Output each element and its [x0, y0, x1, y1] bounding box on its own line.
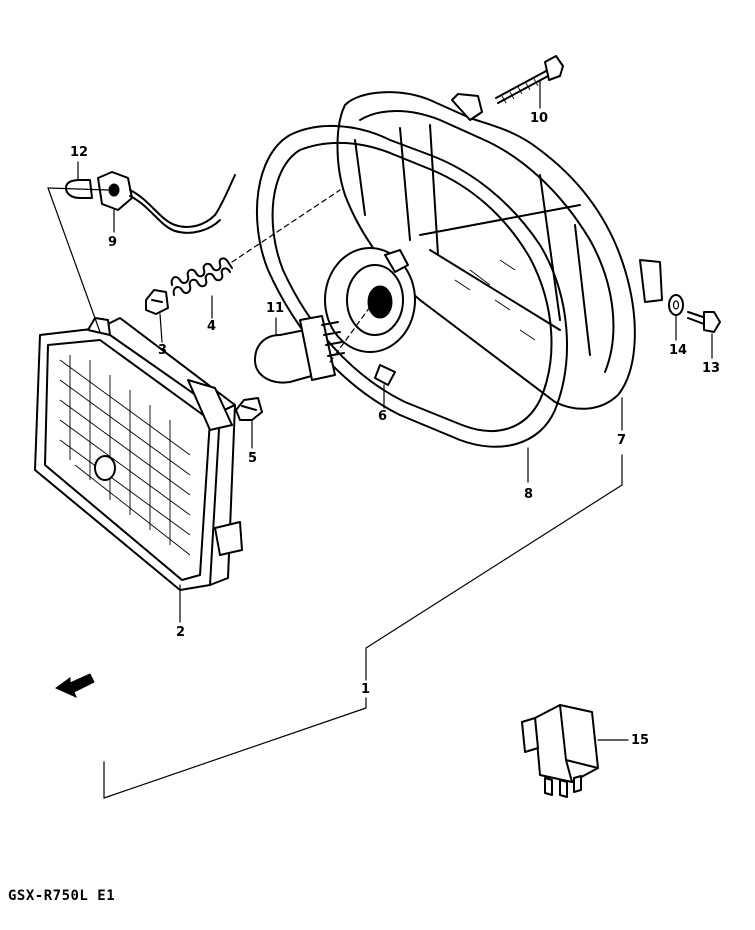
callout-9: 9	[108, 235, 118, 250]
callout-5: 5	[248, 451, 258, 466]
callout-10: 10	[530, 111, 549, 126]
callout-2: 2	[176, 625, 186, 640]
rim-part-8	[255, 125, 568, 448]
bolt-part-10	[495, 55, 564, 104]
relay-part-15	[521, 704, 599, 798]
callout-3: 3	[158, 343, 168, 358]
callout-15: 15	[631, 733, 650, 748]
fastener-part-3	[145, 289, 169, 315]
direction-arrow-icon	[55, 673, 95, 698]
callout-8: 8	[524, 487, 534, 502]
bulb-part-11	[254, 315, 345, 384]
washer-part-14	[668, 294, 684, 316]
lens-unit-part-2	[34, 317, 243, 591]
screw-part-5	[235, 397, 263, 421]
callout-12: 12	[70, 145, 89, 160]
callout-13: 13	[702, 361, 721, 376]
callout-7: 7	[617, 433, 627, 448]
bolt-part-13	[687, 311, 721, 333]
housing-part-7	[336, 91, 663, 410]
callout-14: 14	[669, 343, 688, 358]
leader-lines	[47, 79, 713, 799]
callout-11: 11	[266, 301, 285, 316]
callout-1: 1	[361, 682, 371, 697]
socket-part-6	[324, 247, 416, 386]
callout-6: 6	[378, 409, 388, 424]
callout-4: 4	[207, 319, 217, 334]
spring-part-4	[170, 257, 233, 296]
wire-socket-part-9	[97, 171, 236, 234]
model-label: GSX-R750L E1	[8, 888, 116, 904]
